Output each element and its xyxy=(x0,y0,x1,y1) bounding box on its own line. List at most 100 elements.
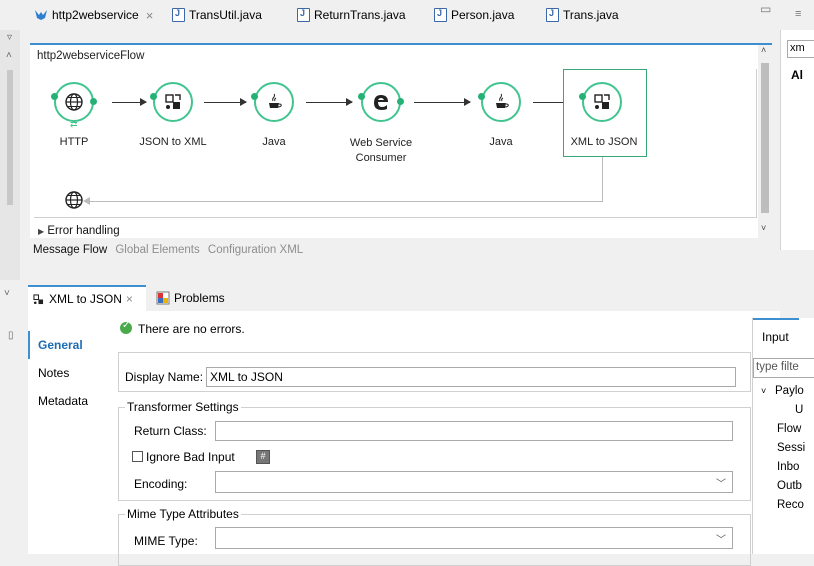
globe-icon xyxy=(65,191,83,209)
tab-global-elements[interactable]: Global Elements xyxy=(115,244,200,256)
tab-http2webservice[interactable]: http2webservice × xyxy=(34,4,153,26)
check-ok-icon xyxy=(120,320,132,334)
java-file-icon xyxy=(434,8,447,22)
panel-scrollbar[interactable] xyxy=(7,70,13,205)
tab-transutil[interactable]: TransUtil.java xyxy=(172,4,262,26)
encoding-combo[interactable]: ﹀ xyxy=(215,471,733,493)
palette-heading: Al xyxy=(791,68,803,82)
connector-dot xyxy=(251,93,258,100)
ignore-bad-input-checkbox[interactable] xyxy=(132,451,143,462)
scroll-up-icon[interactable]: ˄ xyxy=(761,45,767,55)
connector-dot xyxy=(150,93,157,100)
palette-panel: xm Al xyxy=(780,30,814,250)
view-menu-icon[interactable]: ≡ xyxy=(795,8,802,20)
tab-problems[interactable]: Problems xyxy=(152,285,229,311)
transformer-icon xyxy=(33,293,44,304)
node-label-xml-to-json: XML to JSON xyxy=(570,136,638,148)
http-node[interactable] xyxy=(51,82,97,122)
tab-input[interactable]: Input xyxy=(753,318,799,354)
connector-dot xyxy=(51,93,58,100)
mime-type-combo[interactable]: ﹀ xyxy=(215,527,733,549)
tab-xml-to-json[interactable]: XML to JSON × xyxy=(28,285,146,311)
tab-person[interactable]: Person.java xyxy=(434,4,514,26)
java-file-icon xyxy=(297,8,310,22)
java-cup-icon xyxy=(269,93,282,108)
tree-item-u[interactable]: U xyxy=(795,404,804,416)
flow-arrow xyxy=(204,98,247,106)
scroll-down-icon[interactable]: ˅ xyxy=(761,223,767,233)
metadata-filter-input[interactable]: type filte xyxy=(753,358,814,378)
problems-icon xyxy=(156,291,170,305)
globe-icon xyxy=(65,93,83,111)
nav-general[interactable]: General xyxy=(28,331,103,359)
metadata-explorer-panel: Input type filte ˅ Paylo U Flow Sessi In… xyxy=(752,318,814,554)
tree-item-flow[interactable]: Flow xyxy=(777,423,802,435)
tree-item-session[interactable]: Sessi xyxy=(777,442,806,454)
return-class-field[interactable] xyxy=(215,421,733,441)
xml-to-json-node[interactable] xyxy=(579,82,622,122)
connector-dot xyxy=(579,93,586,100)
nav-notes[interactable]: Notes xyxy=(38,366,70,380)
scroll-thumb[interactable] xyxy=(761,63,769,213)
properties-panel: There are no errors. General Notes Metad… xyxy=(28,311,780,566)
minimize-icon[interactable]: ▭ xyxy=(760,2,772,16)
minimize-icon[interactable]: ▿ xyxy=(7,32,13,43)
mime-type-label: MIME Type: xyxy=(134,534,198,548)
mule-icon xyxy=(35,10,47,20)
flow-arrow xyxy=(306,98,353,106)
mime-type-title: Mime Type Attributes xyxy=(125,507,241,521)
node-label-json-to-xml: JSON to XML xyxy=(139,136,207,148)
expand-triangle-icon: ▶ xyxy=(38,227,45,236)
canvas-scrollbar[interactable]: ˄ ˅ xyxy=(758,45,772,238)
close-icon[interactable]: × xyxy=(145,7,154,23)
restore-icon[interactable]: ▯ xyxy=(8,330,14,341)
node-label-java: Java xyxy=(262,136,286,148)
chevron-down-icon: ﹀ xyxy=(716,535,726,546)
tab-message-flow[interactable]: Message Flow xyxy=(33,244,108,256)
flow-arrow xyxy=(112,98,147,106)
java-file-icon xyxy=(172,8,185,22)
palette-search-input[interactable]: xm xyxy=(787,40,814,58)
node-label-java-2: Java xyxy=(489,136,513,148)
tree-item-record[interactable]: Reco xyxy=(777,499,804,511)
json-to-xml-node[interactable] xyxy=(150,82,193,122)
tab-label: Trans.java xyxy=(563,8,619,22)
transformer-settings-group: Transformer Settings xyxy=(118,400,751,501)
chevron-down-icon[interactable]: ˅ xyxy=(761,386,767,396)
tab-returntrans[interactable]: ReturnTrans.java xyxy=(297,4,406,26)
display-name-group xyxy=(118,352,751,392)
display-name-field[interactable]: XML to JSON xyxy=(206,367,736,387)
java-node-1[interactable] xyxy=(251,82,294,122)
left-collapsed-panel: ▿ ˄ xyxy=(0,30,20,280)
tree-item-payload[interactable]: Paylo xyxy=(775,385,804,397)
java-cup-icon xyxy=(496,93,509,108)
node-label-http: HTTP xyxy=(59,136,89,148)
tab-label: TransUtil.java xyxy=(189,8,262,22)
return-arrowhead xyxy=(83,197,90,205)
flow-name: http2webserviceFlow xyxy=(37,50,145,62)
error-handling-toggle[interactable]: ▶ Error handling xyxy=(38,225,120,237)
chevron-up-icon[interactable]: ˄ xyxy=(6,50,12,61)
tab-label: XML to JSON xyxy=(49,292,122,306)
web-service-icon xyxy=(374,95,388,110)
tab-configuration-xml[interactable]: Configuration XML xyxy=(207,244,304,256)
nav-metadata[interactable]: Metadata xyxy=(38,394,89,408)
error-handling-label: Error handling xyxy=(47,225,120,237)
expression-mode-icon[interactable]: # xyxy=(256,450,270,464)
tab-label: ReturnTrans.java xyxy=(314,8,406,22)
transformer-settings-title: Transformer Settings xyxy=(125,400,241,414)
flow-canvas[interactable]: http2webserviceFlow ⇄ HTTP JSON to XML xyxy=(30,43,772,238)
tree-item-inbound[interactable]: Inbo xyxy=(777,461,800,473)
properties-tab-bar: XML to JSON × Problems xyxy=(28,285,780,311)
tab-label: Problems xyxy=(174,291,225,305)
encoding-label: Encoding: xyxy=(134,477,188,491)
java-node-2[interactable] xyxy=(478,82,521,122)
close-icon[interactable]: × xyxy=(125,292,133,306)
node-label-web-service: Web Service Consumer xyxy=(349,137,413,164)
web-service-consumer-node[interactable] xyxy=(358,82,404,122)
tree-item-outbound[interactable]: Outb xyxy=(777,480,802,492)
chevron-down-icon: ﹀ xyxy=(716,479,726,490)
exchange-icon: ⇄ xyxy=(70,119,78,129)
chevron-down-icon[interactable]: ˅ xyxy=(4,288,10,299)
tab-trans[interactable]: Trans.java xyxy=(546,4,619,26)
